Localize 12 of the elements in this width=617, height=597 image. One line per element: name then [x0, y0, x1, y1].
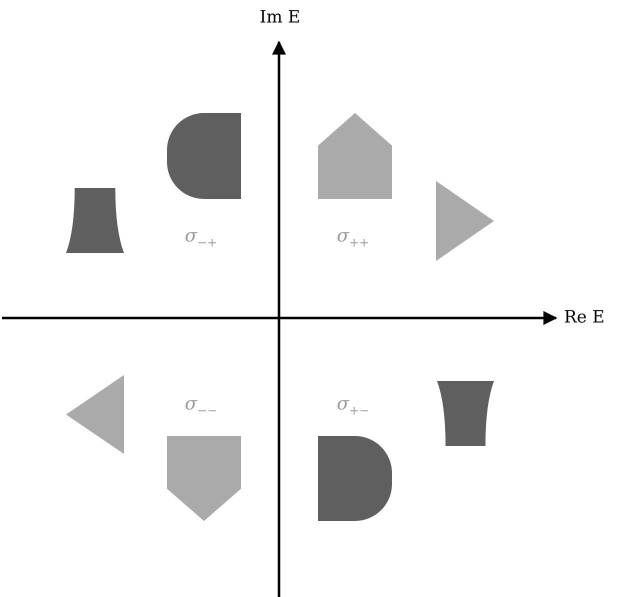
- trapezoid: [66, 188, 124, 253]
- region-label: σ$_{+−}$: [336, 396, 370, 416]
- region-label: σ$_{++}$: [336, 228, 370, 248]
- triangle: [66, 375, 124, 454]
- trapezoid: [437, 381, 494, 446]
- region-label: σ$_{−−}$: [184, 396, 218, 416]
- axis-label: Re E: [564, 310, 605, 326]
- axis-label: Im E: [260, 10, 300, 26]
- triangle: [436, 181, 494, 261]
- pentagon: [318, 113, 392, 199]
- region-label: σ$_{−+}$: [184, 228, 218, 248]
- pentagon: [167, 436, 241, 521]
